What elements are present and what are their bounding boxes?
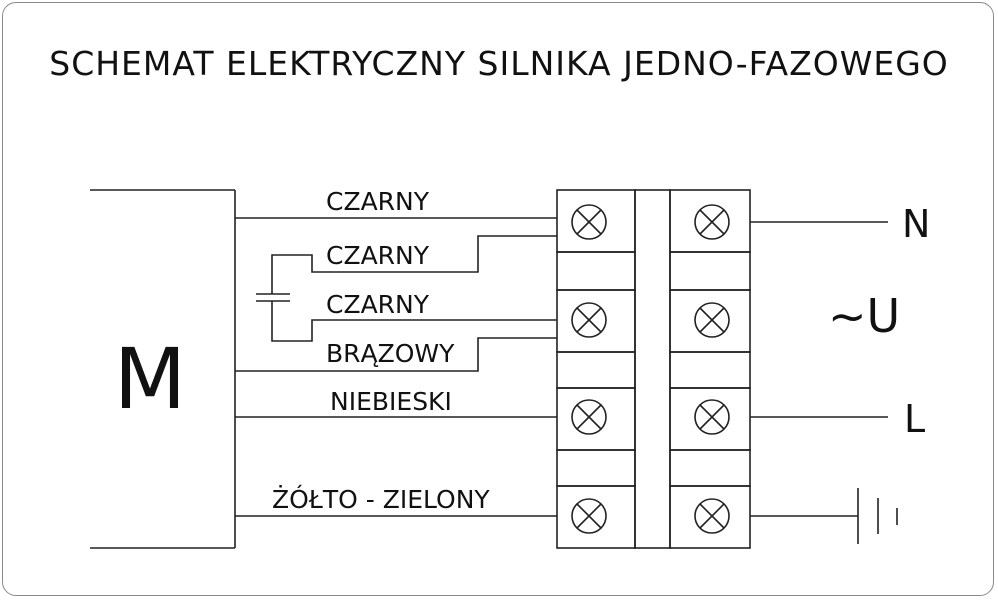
motor-box bbox=[90, 189, 236, 549]
terminal-screw-icon bbox=[694, 302, 730, 338]
wire-czarny-2 bbox=[271, 235, 557, 294]
wire-brazowy bbox=[235, 337, 557, 372]
motor-label: M bbox=[114, 330, 186, 428]
wire-label-niebieski: NIEBIESKI bbox=[330, 387, 452, 416]
diagram-title: SCHEMAT ELEKTRYCZNY SILNIKA JEDNO-FAZOWE… bbox=[49, 44, 949, 83]
wire-label-brazowy: BRĄZOWY bbox=[326, 339, 455, 368]
terminal-block bbox=[556, 189, 751, 549]
wire-label-czarny-1: CZARNY bbox=[326, 187, 430, 216]
wire-czarny-3 bbox=[271, 301, 557, 342]
neutral-label: N bbox=[902, 202, 930, 246]
terminal-screw-icon bbox=[571, 498, 607, 534]
wire-label-czarny-2: CZARNY bbox=[326, 241, 430, 270]
wire-label-zolto-zielony: ŻÓŁTO - ZIELONY bbox=[272, 484, 490, 514]
terminal-screw-icon bbox=[694, 399, 730, 435]
capacitor-icon bbox=[256, 293, 290, 302]
terminal-screw-icon bbox=[571, 399, 607, 435]
wire-label-czarny-3: CZARNY bbox=[326, 290, 430, 319]
terminal-screw-icon bbox=[694, 204, 730, 240]
terminal-screw-icon bbox=[571, 204, 607, 240]
ground-icon bbox=[750, 488, 898, 544]
ac-symbol: ~U bbox=[828, 289, 900, 343]
phase-label: L bbox=[904, 397, 925, 441]
terminal-screw-icon bbox=[571, 302, 607, 338]
terminal-screw-icon bbox=[694, 498, 730, 534]
